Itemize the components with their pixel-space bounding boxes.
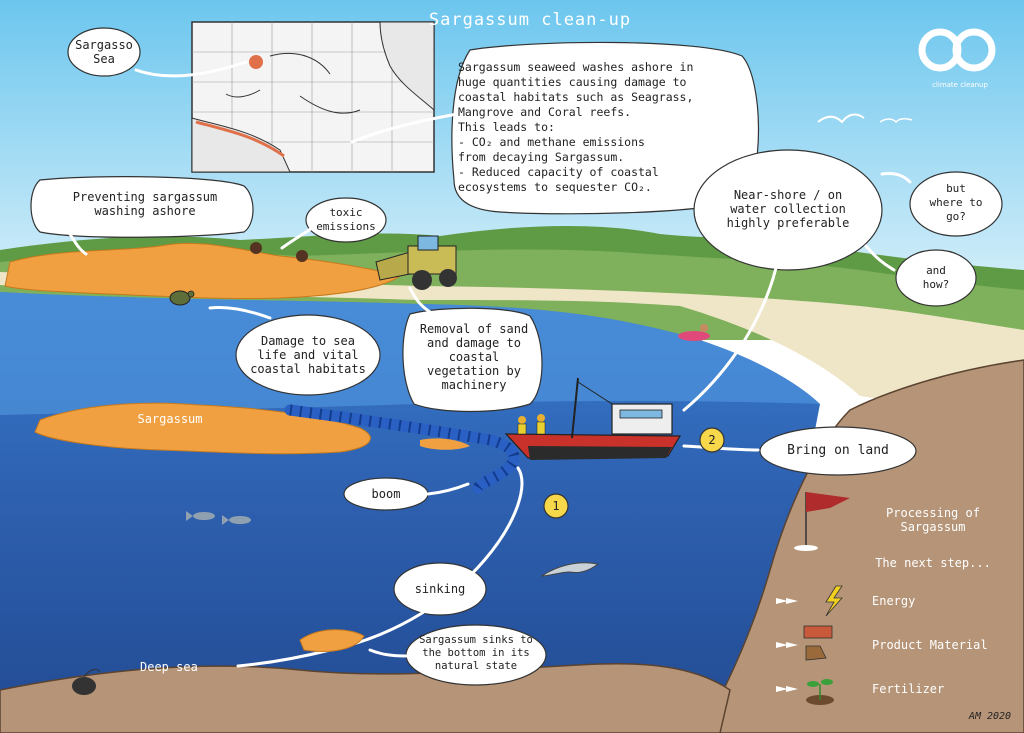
sinking-text: sinking bbox=[414, 582, 466, 596]
marker-2 bbox=[699, 427, 725, 453]
sea-floor bbox=[0, 662, 731, 733]
processing-item-product-material: Product Material bbox=[872, 638, 988, 652]
processing-item-fertilizer: Fertilizer bbox=[872, 682, 945, 696]
but-where-text: but where to go? bbox=[929, 182, 983, 223]
map bbox=[191, 21, 435, 173]
arrow-and-how bbox=[864, 244, 896, 272]
and-how-text: and how? bbox=[922, 264, 950, 291]
arrow-info-to-map bbox=[350, 108, 482, 144]
floating-sargassum bbox=[34, 402, 371, 455]
marker-2-label: 2 bbox=[708, 433, 716, 447]
sargassum-bits bbox=[420, 438, 470, 450]
arrow-damage bbox=[208, 306, 272, 320]
arrow-but-where bbox=[880, 172, 912, 184]
fish-2 bbox=[222, 515, 251, 525]
arrow-sinks-bottom bbox=[368, 648, 408, 658]
bubble-sargasso-sea bbox=[67, 27, 141, 77]
processing-item-energy: Energy bbox=[872, 594, 916, 608]
arrow-sinking-path bbox=[236, 466, 524, 668]
sargasso-sea-label: Sargasso Sea bbox=[75, 38, 133, 66]
marker-1-label: 1 bbox=[552, 499, 560, 513]
processing-next-step: The next step... bbox=[875, 556, 991, 570]
seabird-1 bbox=[817, 113, 865, 124]
logo-icon bbox=[918, 28, 996, 72]
boom-segments bbox=[289, 404, 520, 492]
toxic-text: toxic emissions bbox=[316, 206, 376, 233]
damage-sea-life-text: Damage to sea life and vital coastal hab… bbox=[250, 334, 366, 376]
worker-1 bbox=[250, 242, 262, 254]
bubble-sinking bbox=[393, 562, 487, 616]
arrow-toxic bbox=[280, 226, 314, 250]
red-flag bbox=[794, 492, 850, 551]
removal-sand-text: Removal of sand and damage to coastal ve… bbox=[419, 322, 529, 392]
bring-on-land-text: Bring on land bbox=[787, 443, 889, 458]
logo-text: climate cleanup bbox=[932, 81, 988, 89]
bubble-but-where bbox=[909, 171, 1003, 237]
sprout-icon bbox=[806, 679, 834, 705]
processing-heading: Processing of Sargassum bbox=[886, 506, 980, 534]
bubble-preventing bbox=[30, 176, 254, 238]
boom-text: boom bbox=[371, 487, 401, 501]
bubble-damage-sea-life bbox=[235, 314, 381, 396]
arrow-boom bbox=[426, 482, 470, 496]
land-slope bbox=[699, 359, 1024, 733]
near-shore-text: Near-shore / on water collection highly … bbox=[726, 188, 850, 230]
artist-signature: AM 2020 bbox=[968, 711, 1012, 722]
bubble-toxic bbox=[305, 197, 387, 243]
arrow-preventing bbox=[68, 232, 88, 256]
worker-2 bbox=[296, 250, 308, 262]
turtle bbox=[169, 290, 195, 306]
arrow-near-shore bbox=[682, 266, 778, 412]
preventing-text: Preventing sargassum washing ashore bbox=[72, 190, 218, 218]
sinks-bottom-text: Sargassum sinks to the bottom in its nat… bbox=[419, 634, 533, 672]
lightning-icon bbox=[825, 585, 843, 617]
fish-1 bbox=[186, 511, 215, 521]
bubble-near-shore bbox=[693, 149, 883, 271]
arrow-sargasso bbox=[134, 60, 248, 78]
bulldozer bbox=[375, 235, 457, 290]
bubble-bring-on-land bbox=[759, 426, 917, 476]
processing-arrow-icons bbox=[776, 598, 798, 692]
seabird-2 bbox=[879, 117, 913, 124]
bubble-and-how bbox=[895, 249, 977, 307]
brick-shoe-icon bbox=[803, 625, 833, 661]
marker-1 bbox=[543, 493, 569, 519]
sunk-sargassum bbox=[299, 629, 365, 652]
arrow-bring-on-land bbox=[682, 444, 760, 452]
boat bbox=[504, 377, 682, 460]
anglerfish bbox=[72, 668, 101, 695]
beach bbox=[0, 272, 1024, 420]
bubble-removal-sand bbox=[402, 307, 543, 413]
arrow-removal bbox=[408, 286, 432, 314]
sargassum-label: Sargassum bbox=[137, 412, 203, 426]
dolphin bbox=[540, 562, 600, 577]
deep-sea-label: Deep sea bbox=[140, 660, 198, 674]
sunbather bbox=[678, 324, 710, 341]
info-text: Sargassum seaweed washes ashore in huge … bbox=[458, 60, 694, 194]
page-title: Sargassum clean-up bbox=[428, 10, 632, 30]
